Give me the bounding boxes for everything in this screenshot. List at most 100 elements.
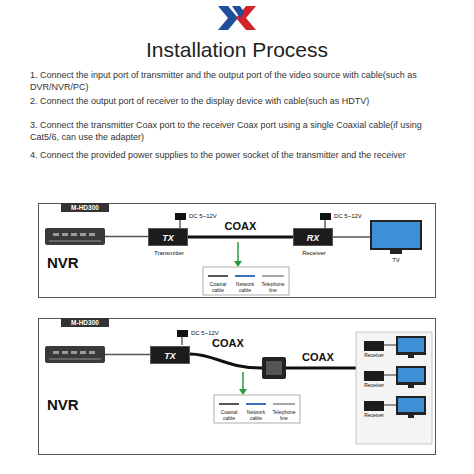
cable-type-label: Telephone line <box>270 410 298 421</box>
coax-cable <box>286 367 356 370</box>
nvr-slot <box>53 233 59 236</box>
nvr-slot <box>89 233 95 236</box>
splitter <box>262 357 286 379</box>
tv-screen <box>398 398 424 412</box>
model-tab: M-HD300 <box>61 318 109 327</box>
cable-type-label: Telephone line <box>259 282 287 293</box>
device-label: Receiver <box>356 412 392 418</box>
hdmi-cable <box>383 375 396 376</box>
power-label: DC 5~12V <box>334 213 362 220</box>
nvr-illustration <box>45 228 105 245</box>
nvr-slot <box>89 351 95 354</box>
tv-illustration <box>370 220 422 254</box>
device-label: Receiver <box>356 382 392 388</box>
cable-label: COAX <box>302 351 334 363</box>
tv-screen <box>398 368 424 382</box>
splitter <box>266 361 282 375</box>
nvr-slot <box>62 351 68 354</box>
receiver-box: Receiver <box>364 341 384 351</box>
nvr-trim <box>49 358 101 360</box>
video-cable <box>105 236 148 238</box>
tv-icon <box>396 396 426 415</box>
model-tab: M-HD300 <box>61 203 109 212</box>
receiver-panel <box>356 332 432 444</box>
nvr-slot <box>80 351 86 354</box>
network-cable-icon <box>246 403 266 405</box>
nvr-illustration <box>45 346 105 363</box>
nvr-slot <box>71 233 77 236</box>
power-label: DC 5~12V <box>191 330 219 337</box>
nvr-slot <box>53 351 59 354</box>
device-name: NVR <box>47 396 79 413</box>
nvr-trim <box>49 240 101 242</box>
instruction-step: 4. Connect the provided power supplies t… <box>30 150 450 162</box>
device-name: NVR <box>47 254 79 271</box>
pointer-arrow <box>242 372 244 390</box>
transmitter-box: TXTransmitter <box>148 228 188 246</box>
transmitter-box: TX <box>150 346 190 364</box>
tv-screen <box>398 338 424 352</box>
telephone-line-icon <box>273 403 295 405</box>
tv-icon <box>396 336 426 355</box>
tv-icon <box>396 366 426 385</box>
cable-legend-box <box>214 395 300 423</box>
power-wire <box>182 337 183 345</box>
receiver-box: RXReceiver <box>293 228 333 246</box>
tv-display: TV <box>370 220 422 254</box>
video-cable <box>105 354 150 356</box>
telephone-line-icon <box>262 275 284 277</box>
device-label: Receiver <box>356 352 392 358</box>
power-wire <box>180 220 181 228</box>
nvr-body <box>45 228 105 245</box>
nvr-slot <box>80 233 86 236</box>
device-label: Receiver <box>284 250 344 256</box>
receiver-box: Receiver <box>364 401 384 411</box>
tv-frame <box>370 220 422 250</box>
cable-type-label: Coaxial cable <box>215 410 243 421</box>
power-adapter <box>320 213 331 220</box>
hdmi-cable <box>383 345 396 346</box>
cable-type-label: Network cable <box>242 410 270 421</box>
hdmi-cable <box>383 405 396 406</box>
cable-type-label: Coaxial cable <box>204 282 232 293</box>
cable-label: COAX <box>212 337 244 349</box>
tv-stand <box>408 355 414 358</box>
nvr-slot <box>62 233 68 236</box>
coax-cable <box>190 354 262 368</box>
instruction-step: 1. Connect the input port of transmitter… <box>30 70 450 93</box>
pointer-arrow <box>234 261 242 267</box>
device-label: TV <box>370 257 422 263</box>
instruction-step: 3. Connect the transmitter Coax port to … <box>30 120 450 143</box>
power-label: DC 5~12V <box>189 213 217 220</box>
power-wire <box>325 220 326 228</box>
tv-stand <box>408 415 414 418</box>
nvr-device: NVR <box>45 228 105 245</box>
box-logo: TX <box>149 229 187 245</box>
title: Installation Process <box>0 38 474 62</box>
nvr-body <box>45 346 105 363</box>
logo-mark <box>232 6 244 18</box>
nvr-device: NVR <box>45 346 105 363</box>
box-logo: TX <box>151 347 189 363</box>
cable-legend-box <box>203 267 289 295</box>
pointer-arrow <box>237 242 239 263</box>
cable-label: COAX <box>216 220 266 232</box>
cable-type-label: Network cable <box>231 282 259 293</box>
network-cable-icon <box>235 275 255 277</box>
tv-screen <box>372 222 420 248</box>
coaxial-cable-icon <box>219 403 239 405</box>
coax-cable <box>188 236 293 239</box>
device-label: Transmitter <box>139 250 199 256</box>
coaxial-cable-icon <box>208 275 228 277</box>
nvr-slot <box>71 351 77 354</box>
instruction-step: 2. Connect the output port of receiver t… <box>30 96 450 108</box>
pointer-arrow <box>239 389 247 395</box>
box-logo: RX <box>294 229 332 245</box>
tv-stand <box>408 385 414 388</box>
power-adapter <box>177 330 188 337</box>
video-cable <box>333 236 370 238</box>
power-adapter <box>175 213 186 220</box>
tv-stand <box>390 250 402 254</box>
receiver-box: Receiver <box>364 371 384 381</box>
